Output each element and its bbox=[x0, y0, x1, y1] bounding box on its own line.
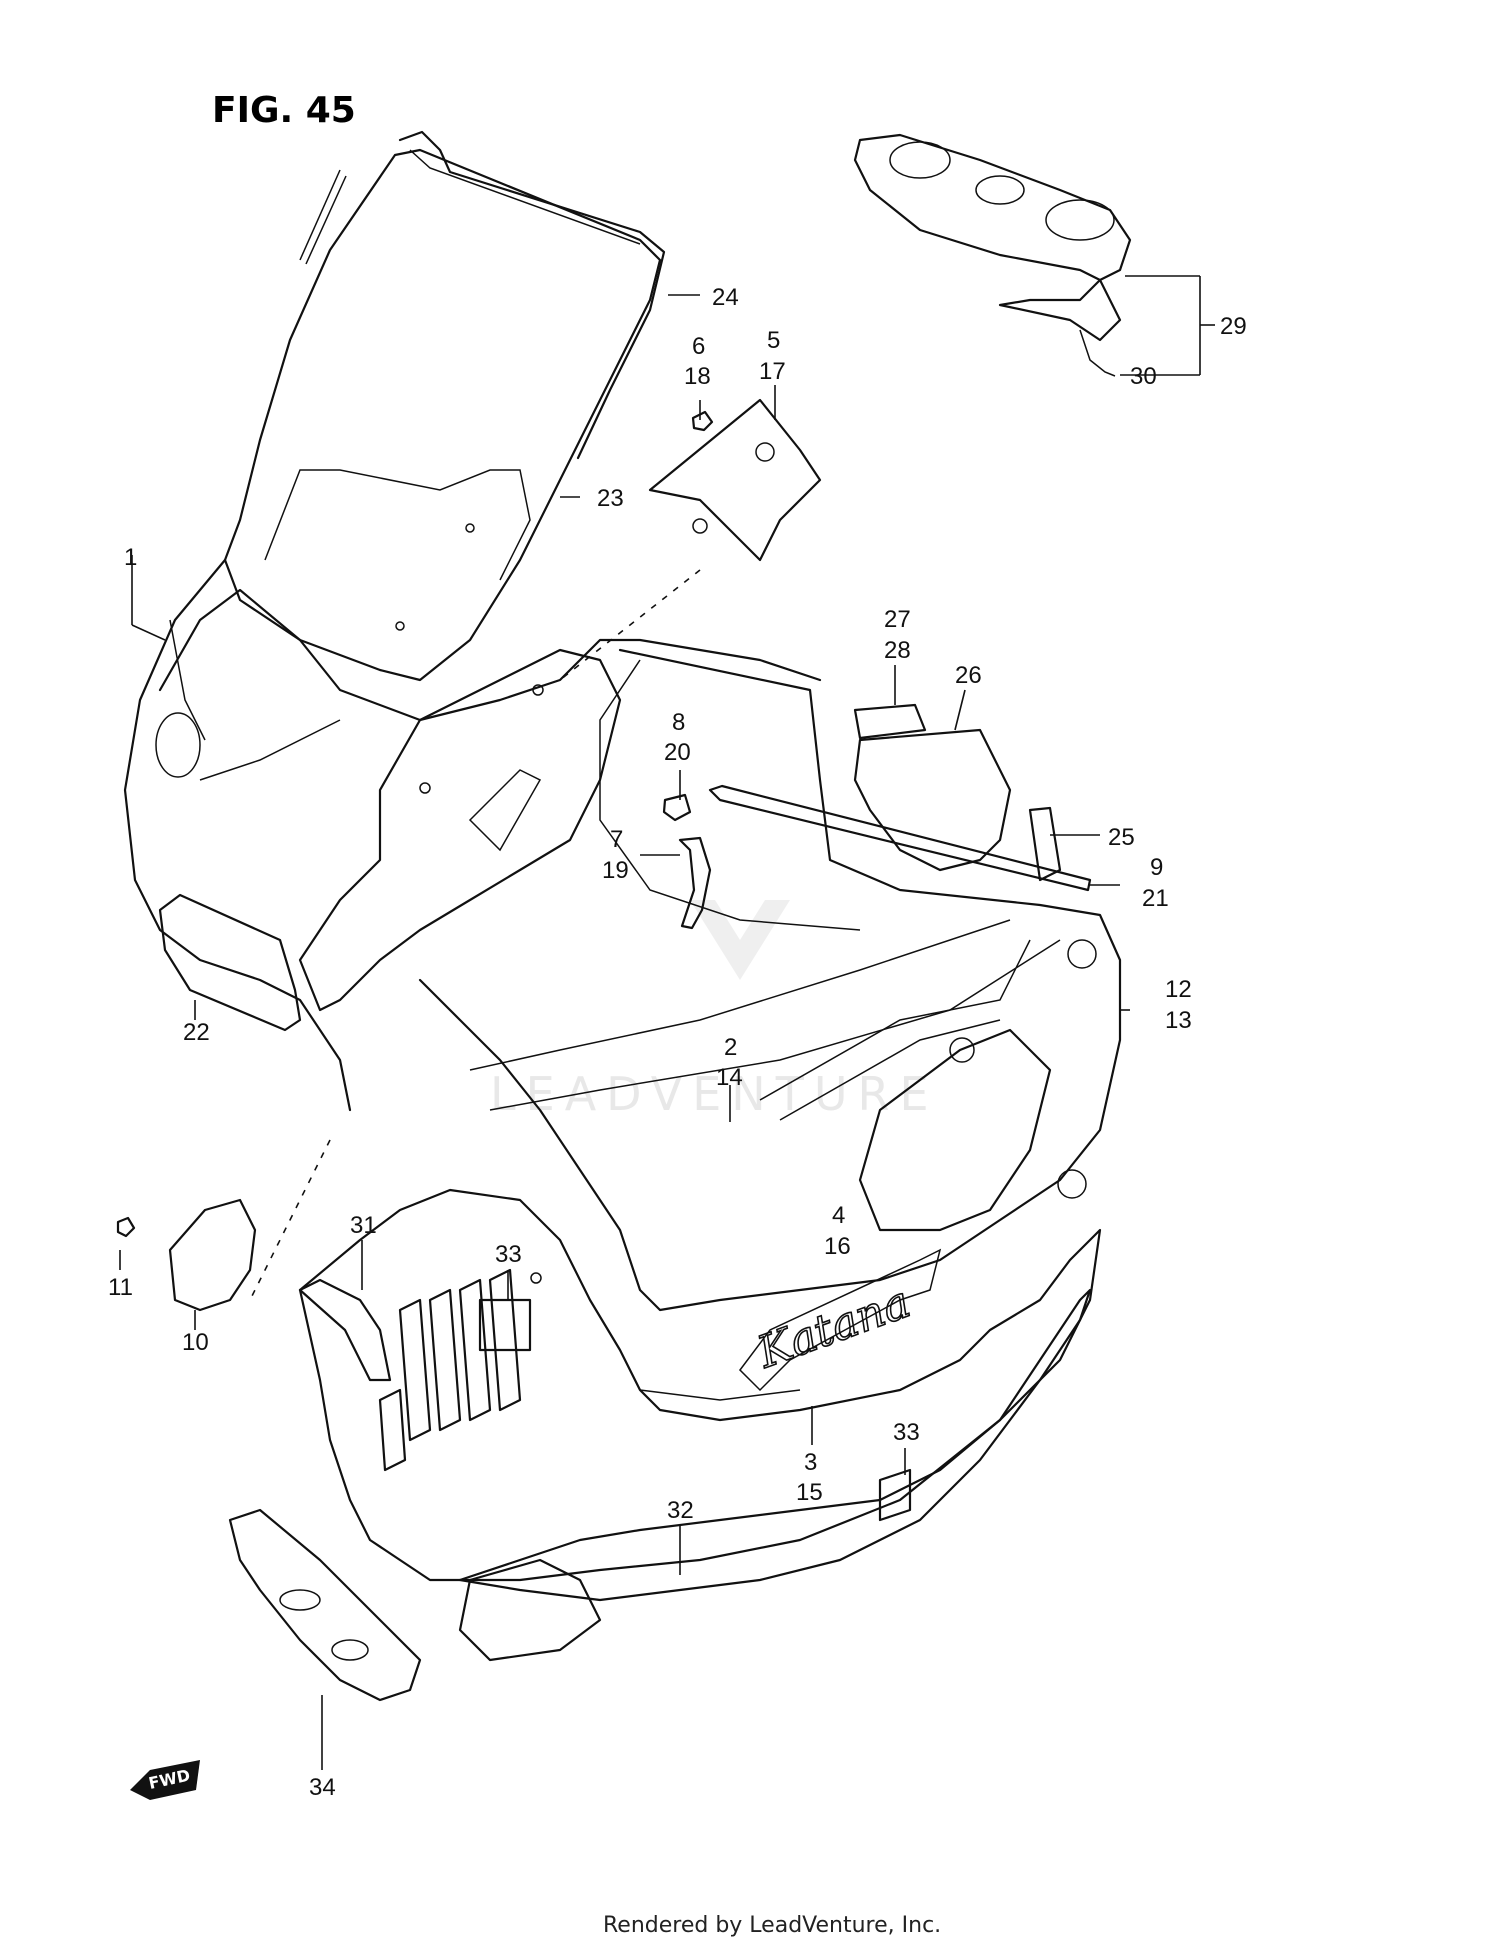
screw-6 bbox=[691, 410, 714, 432]
figure-title: FIG. 45 bbox=[212, 90, 356, 131]
duct-25 bbox=[1028, 806, 1062, 882]
callout-22: 22 bbox=[183, 1019, 210, 1046]
pad-33a bbox=[478, 1298, 532, 1352]
watermark: LEADVENTURE bbox=[490, 900, 939, 1121]
callout-1: 1 bbox=[124, 544, 137, 571]
cover-10 bbox=[168, 1198, 257, 1312]
callout-14: 14 bbox=[716, 1064, 743, 1091]
callout-11: 11 bbox=[108, 1274, 133, 1301]
windscreen-seal bbox=[398, 130, 666, 460]
callout-2: 2 bbox=[724, 1034, 737, 1061]
inner-panel-upper bbox=[298, 648, 622, 1012]
meter-panel bbox=[853, 133, 1132, 377]
callout-3: 3 bbox=[804, 1449, 817, 1476]
callout-5: 5 bbox=[767, 327, 780, 354]
callout-4: 4 bbox=[832, 1202, 845, 1229]
callout-6: 6 bbox=[692, 333, 705, 360]
pad-33b bbox=[878, 1468, 912, 1522]
intake-duct-22 bbox=[158, 893, 302, 1032]
lower-cowling bbox=[298, 1188, 1102, 1582]
windscreen bbox=[223, 148, 662, 682]
callout-32: 32 bbox=[667, 1497, 694, 1524]
callout-15: 15 bbox=[796, 1479, 823, 1506]
callout-20: 20 bbox=[664, 739, 691, 766]
duct-26 bbox=[853, 728, 1012, 872]
callout-29: 29 bbox=[1220, 313, 1247, 340]
callout-7: 7 bbox=[610, 826, 623, 853]
fwd-arrow-badge: FWD bbox=[130, 1760, 200, 1800]
under-cowl-32 bbox=[458, 1288, 1092, 1602]
callout-30: 30 bbox=[1130, 363, 1157, 390]
callout-31: 31 bbox=[350, 1212, 377, 1239]
grommet-7 bbox=[678, 836, 712, 930]
callout-21: 21 bbox=[1142, 885, 1169, 912]
callout-8: 8 bbox=[672, 709, 685, 736]
bracket-plate bbox=[458, 1558, 602, 1662]
emblem-plate bbox=[648, 398, 822, 562]
side-vent-opening bbox=[858, 1028, 1052, 1232]
callout-17: 17 bbox=[759, 358, 786, 385]
callout-24: 24 bbox=[712, 284, 739, 311]
callout-12: 12 bbox=[1165, 976, 1192, 1003]
watermark-text: LEADVENTURE bbox=[490, 1067, 939, 1121]
callout-16: 16 bbox=[824, 1233, 851, 1260]
callout-13: 13 bbox=[1165, 1007, 1192, 1034]
upper-cowling bbox=[123, 558, 822, 1112]
leader-lines bbox=[119, 275, 1215, 1770]
callout-19: 19 bbox=[602, 857, 629, 884]
callout-33-lower: 33 bbox=[893, 1419, 920, 1446]
callout-25: 25 bbox=[1108, 824, 1135, 851]
callout-9: 9 bbox=[1150, 854, 1163, 881]
lower-trim-31 bbox=[298, 1278, 392, 1382]
callout-18: 18 bbox=[684, 363, 711, 390]
callout-27: 27 bbox=[884, 606, 911, 633]
callout-33-upper: 33 bbox=[495, 1241, 522, 1268]
screw-11 bbox=[116, 1216, 136, 1238]
callouts: 1 2 14 3 15 4 16 5 17 6 18 7 19 8 20 9 2… bbox=[108, 284, 1247, 1801]
callout-28: 28 bbox=[884, 637, 911, 664]
side-cowling bbox=[418, 648, 1122, 1312]
clip-8 bbox=[662, 793, 692, 822]
callout-10: 10 bbox=[182, 1329, 209, 1356]
callout-26: 26 bbox=[955, 662, 982, 689]
decal-text: Katana bbox=[750, 1277, 916, 1379]
bracket-34 bbox=[228, 1508, 422, 1702]
callout-34: 34 bbox=[309, 1774, 336, 1801]
footer-credit: Rendered by LeadVenture, Inc. bbox=[603, 1913, 941, 1938]
vent-grille bbox=[378, 1268, 522, 1472]
callout-23: 23 bbox=[597, 485, 624, 512]
duct-27 bbox=[853, 703, 927, 740]
